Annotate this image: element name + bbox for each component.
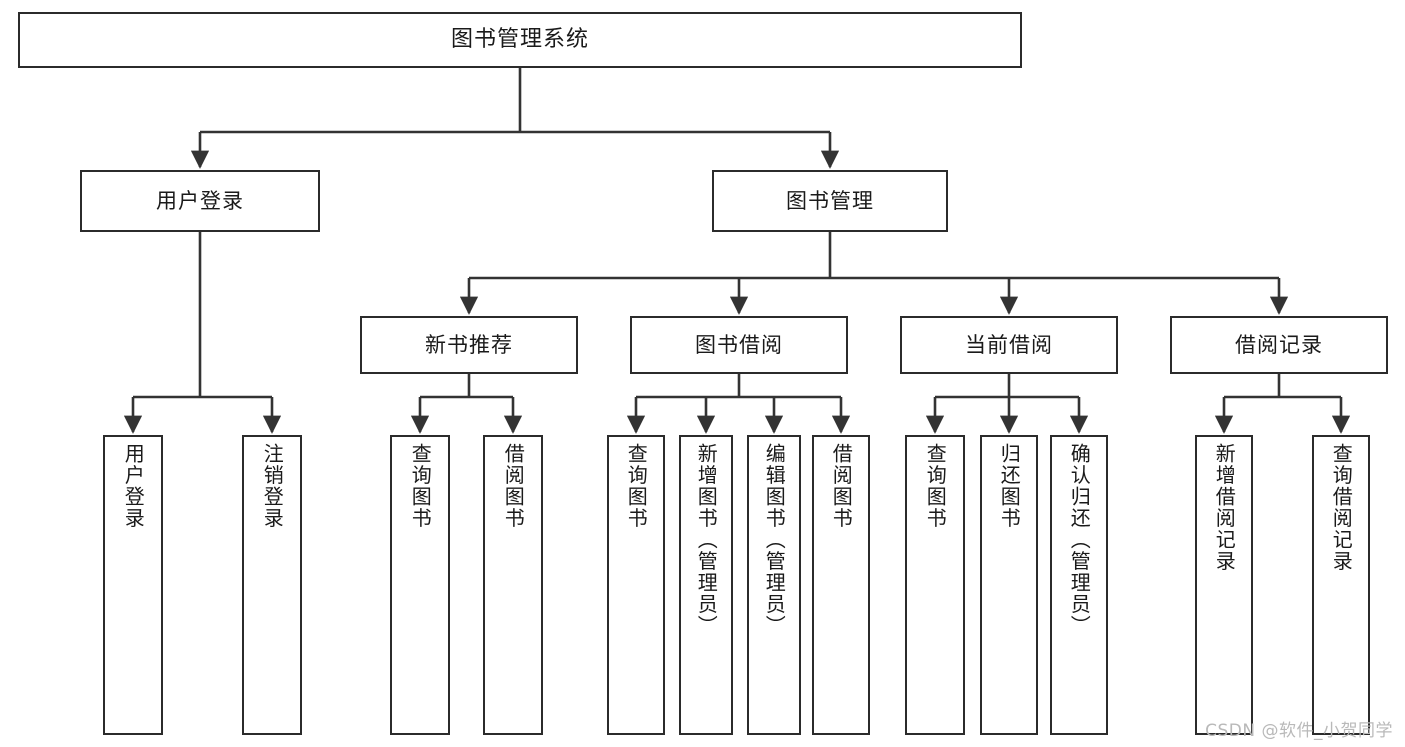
node-label: 查询图书	[624, 443, 649, 529]
node-label: 新书推荐	[425, 332, 513, 357]
node-leaf-edit-book-admin[interactable]: 编辑图书（管理员）	[747, 435, 801, 735]
node-label: 图书管理系统	[450, 27, 589, 53]
node-leaf-borrow-book-rec[interactable]: 借阅图书	[483, 435, 543, 735]
node-current-borrow[interactable]: 当前借阅	[900, 316, 1118, 374]
csdn-watermark: CSDN @软件_小贺同学	[1205, 721, 1393, 741]
node-label: 查询借阅记录	[1329, 443, 1354, 572]
node-label: 借阅图书	[829, 443, 854, 529]
node-leaf-query-borrow-record[interactable]: 查询借阅记录	[1312, 435, 1370, 735]
node-label: 图书借阅	[695, 332, 783, 357]
node-label: 当前借阅	[965, 332, 1053, 357]
node-label: 编辑图书（管理员）	[762, 443, 787, 637]
node-book-manage[interactable]: 图书管理	[712, 170, 948, 232]
node-user-login[interactable]: 用户登录	[80, 170, 320, 232]
node-book-borrow[interactable]: 图书借阅	[630, 316, 848, 374]
node-root[interactable]: 图书管理系统	[18, 12, 1022, 68]
node-leaf-logout[interactable]: 注销登录	[242, 435, 302, 735]
node-leaf-borrow-book[interactable]: 借阅图书	[812, 435, 870, 735]
node-label: 查询图书	[408, 443, 433, 529]
node-borrow-record[interactable]: 借阅记录	[1170, 316, 1388, 374]
node-label: 查询图书	[923, 443, 948, 529]
node-label: 新增图书（管理员）	[694, 443, 719, 637]
node-label: 用户登录	[121, 443, 146, 529]
node-label: 新增借阅记录	[1212, 443, 1237, 572]
node-label: 借阅图书	[501, 443, 526, 529]
node-leaf-confirm-return-admin[interactable]: 确认归还（管理员）	[1050, 435, 1108, 735]
node-new-book-recommend[interactable]: 新书推荐	[360, 316, 578, 374]
node-leaf-query-book-borrow[interactable]: 查询图书	[607, 435, 665, 735]
node-leaf-query-book-rec[interactable]: 查询图书	[390, 435, 450, 735]
node-label: 用户登录	[156, 188, 244, 213]
node-leaf-add-borrow-record[interactable]: 新增借阅记录	[1195, 435, 1253, 735]
node-leaf-add-book-admin[interactable]: 新增图书（管理员）	[679, 435, 733, 735]
node-leaf-return-book[interactable]: 归还图书	[980, 435, 1038, 735]
node-leaf-query-book-current[interactable]: 查询图书	[905, 435, 965, 735]
node-leaf-user-login[interactable]: 用户登录	[103, 435, 163, 735]
node-label: 归还图书	[997, 443, 1022, 529]
node-label: 借阅记录	[1235, 332, 1323, 357]
node-label: 注销登录	[260, 443, 285, 529]
node-label: 图书管理	[786, 188, 874, 213]
node-label: 确认归还（管理员）	[1067, 443, 1092, 637]
